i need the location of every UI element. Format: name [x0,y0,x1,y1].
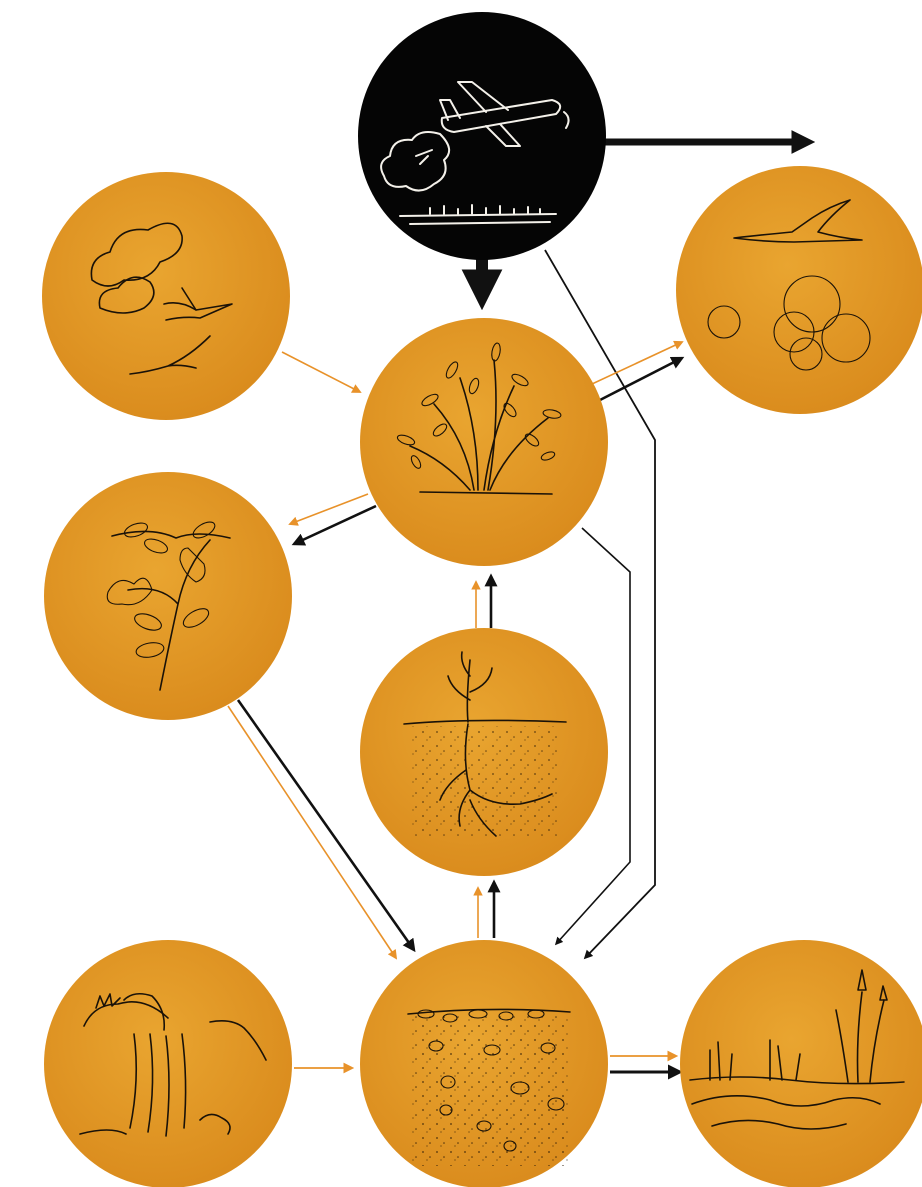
aircraft-node [358,12,606,260]
fruit-plant-node [44,472,292,720]
seedling-node [360,628,608,876]
waterfall-node [44,940,292,1187]
arrow-shrub-to-birds-orange [592,342,682,384]
marsh-node [680,940,922,1187]
bird-clouds-right-node [676,166,922,414]
arrow-shrub-to-fruit-orange [290,494,368,524]
shrub-node [360,318,608,566]
arrow-shrub-to-birds-black [600,358,682,400]
birds-clouds-node [42,172,290,420]
arrow-shrub-to-fruit-black [294,506,376,544]
arrow-birds-to-shrub [282,352,360,392]
soil-icon [408,1009,570,1166]
soil-node [360,940,608,1187]
